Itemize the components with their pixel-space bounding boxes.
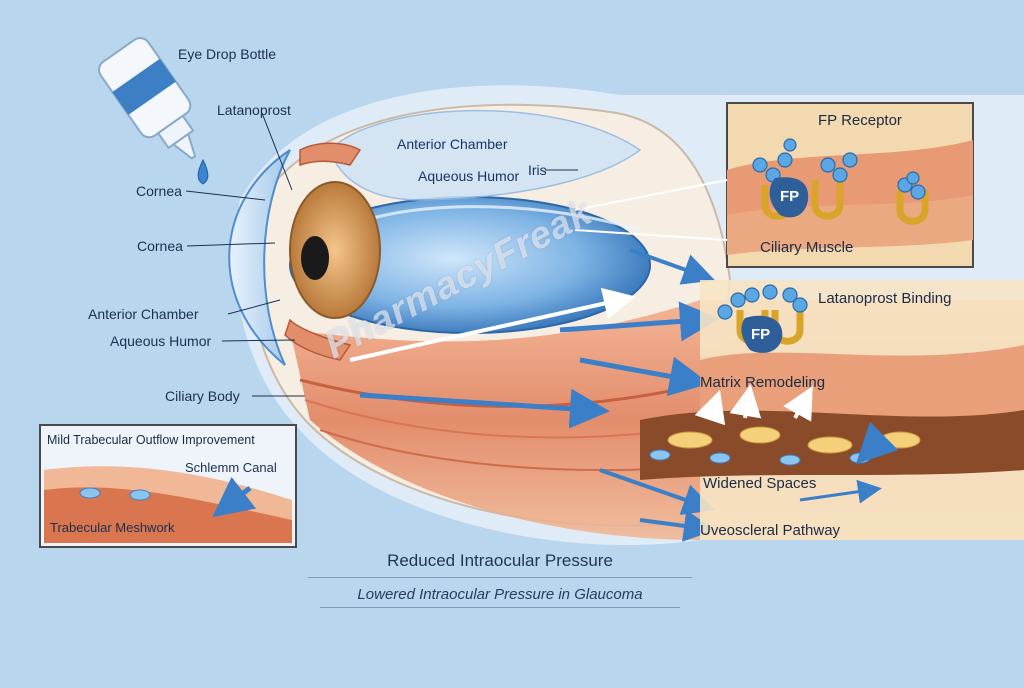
caption-main: Reduced Intraocular Pressure [387, 551, 613, 570]
eye-drop-bottle-icon [98, 37, 197, 160]
label-aqueous-humor: Aqueous Humor [110, 333, 212, 349]
label-eye-anterior-chamber: Anterior Chamber [397, 136, 508, 152]
flow-arrows [349, 248, 720, 542]
label-widened-spaces: Widened Spaces [703, 475, 817, 492]
fp-badge-top: FP [780, 188, 800, 205]
fp-badge-bottom: FP [751, 326, 771, 343]
label-fp-receptor: FP Receptor [818, 112, 902, 129]
caption-rule-bottom [320, 607, 680, 608]
ciliary-body-shape [284, 318, 352, 361]
label-iris: Iris [528, 162, 547, 178]
cornea-shape [228, 149, 291, 366]
label-latanoprost: Latanoprost [217, 102, 291, 118]
latanoprost-binding-panel [640, 280, 1024, 540]
caption-sub: Lowered Intraocular Pressure in Glaucoma [357, 586, 643, 603]
leader-lines [185, 112, 578, 397]
label-ciliary-body: Ciliary Body [165, 388, 240, 404]
label-latanoprost-binding: Latanoprost Binding [818, 290, 952, 307]
label-cornea-2: Cornea [137, 238, 183, 254]
trabecular-inset [39, 424, 297, 548]
label-uveoscleral-pathway: Uveoscleral Pathway [700, 522, 841, 539]
caption-rule-top [308, 577, 692, 578]
label-anterior-chamber: Anterior Chamber [88, 306, 199, 322]
inset-title: Mild Trabecular Outflow Improvement [47, 433, 255, 447]
label-matrix-remodeling: Matrix Remodeling [700, 374, 826, 391]
label-eye-aqueous-humor: Aqueous Humor [418, 168, 520, 184]
label-eye-drop-bottle: Eye Drop Bottle [178, 46, 277, 62]
label-cornea-1: Cornea [136, 183, 182, 199]
label-trabecular-meshwork: Trabecular Meshwork [50, 520, 175, 535]
iris-shape [289, 181, 381, 319]
label-ciliary-muscle: Ciliary Muscle [760, 239, 854, 256]
drop-icon [197, 158, 209, 185]
label-schlemm-canal: Schlemm Canal [185, 460, 277, 475]
fp-receptor-panel [726, 102, 974, 268]
